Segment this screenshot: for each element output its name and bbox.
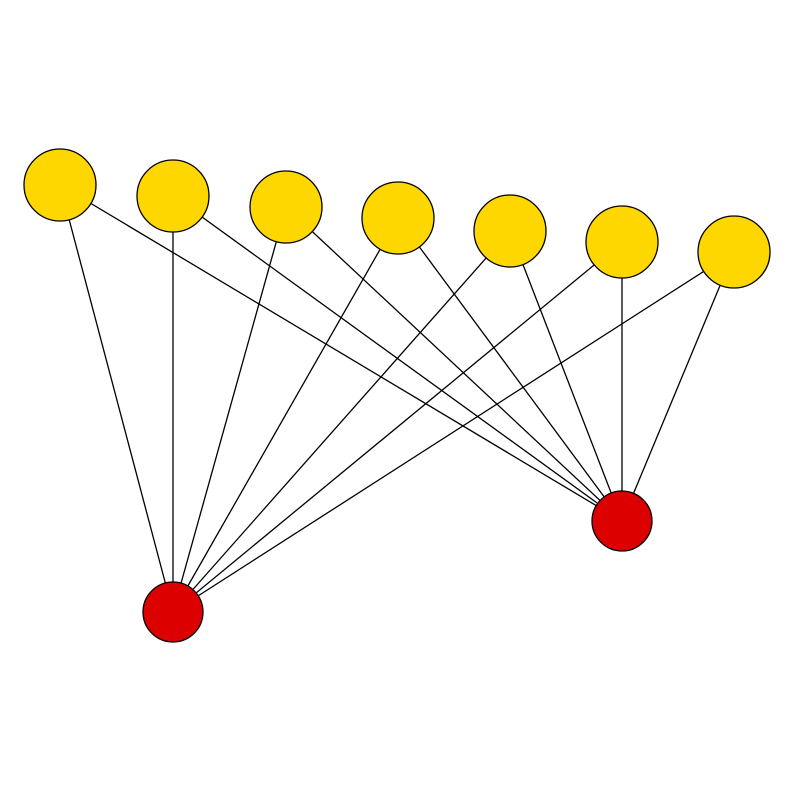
edge-a7-b2 bbox=[621, 251, 735, 522]
edge-a1-b2 bbox=[59, 184, 623, 522]
edge-a6-b1 bbox=[172, 241, 623, 613]
edge-a5-b1 bbox=[172, 230, 511, 613]
yellow-node-a4 bbox=[361, 181, 435, 255]
red-node-b2 bbox=[591, 490, 653, 552]
yellow-node-a7 bbox=[697, 215, 771, 289]
nodes-layer bbox=[23, 148, 771, 643]
edge-a1-b1 bbox=[59, 184, 174, 613]
edge-a7-b1 bbox=[172, 251, 735, 613]
red-node-b1 bbox=[142, 581, 204, 643]
edge-a4-b2 bbox=[397, 217, 623, 522]
yellow-node-a3 bbox=[249, 170, 323, 244]
edge-a5-b2 bbox=[509, 230, 623, 522]
yellow-node-a2 bbox=[136, 159, 210, 233]
edge-a3-b2 bbox=[285, 206, 623, 522]
edge-a3-b1 bbox=[172, 206, 287, 613]
yellow-node-a5 bbox=[473, 194, 547, 268]
edge-a4-b1 bbox=[172, 217, 399, 613]
yellow-node-a6 bbox=[585, 205, 659, 279]
yellow-node-a1 bbox=[23, 148, 97, 222]
edges-layer bbox=[59, 184, 735, 613]
